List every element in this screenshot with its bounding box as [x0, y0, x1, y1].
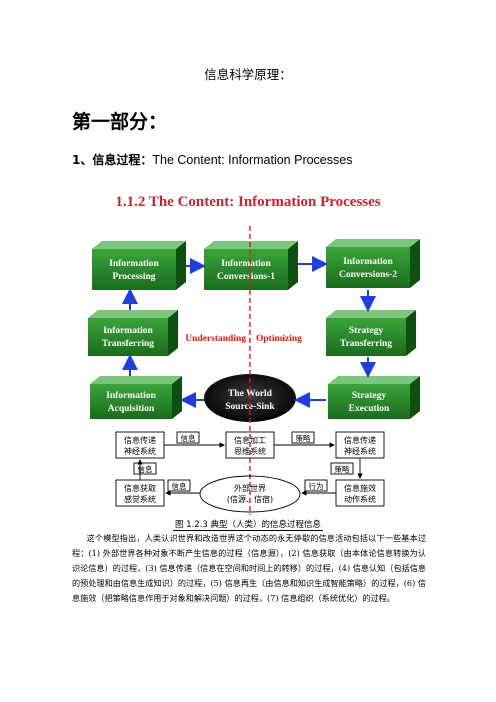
processing-line2: Processing [112, 272, 155, 282]
lbl-box-strategy-right [330, 462, 354, 475]
box-information-acquisition: Information Acquisition [90, 376, 182, 419]
world-zh-line1: 外部世界 [234, 483, 266, 493]
conversions1-line1: Information [221, 259, 271, 269]
act-line2: 动作系统 [344, 494, 376, 504]
transferring-line2: Transferring [102, 339, 154, 349]
section-title: The Content: Information Processes [152, 153, 353, 167]
strategy-transferring-line1: Strategy [349, 326, 384, 336]
box-information-transferring: Information Transferring [88, 310, 178, 356]
lbl-box-info-top [176, 431, 200, 444]
world-zh-line2: (信源、信宿) [227, 494, 273, 504]
figure-caption: 图 1.2.3 典型（人类）的信息过程信息 [0, 518, 496, 531]
box-strategy-execution: Strategy Execution [328, 376, 420, 419]
transferring-line1: Information [103, 326, 153, 336]
body-paragraph: 这个模型指出，人类认识世界和改造世界这个动态的永无停歇的信息活动包括以下一些基本… [72, 533, 426, 603]
understanding-label: Understanding [185, 334, 246, 344]
lbl-box-action [304, 479, 328, 492]
conversions2-line2: Conversions-2 [339, 270, 397, 280]
sense-line1: 信息获取 [124, 483, 156, 493]
sense-line2: 感觉系统 [124, 494, 156, 504]
lbl-box-info-left [133, 462, 157, 475]
acquisition-line2: Acquisition [108, 404, 155, 414]
nerve-right-line2: 神经系统 [344, 446, 376, 456]
act-line1: 信息施效 [344, 483, 376, 493]
strategy-transferring-line2: Transferring [340, 339, 392, 349]
nerve-right-line1: 信息传递 [344, 435, 376, 445]
lbl-box-strategy-top [291, 431, 315, 444]
ellipse-world [199, 475, 301, 513]
lbl-info-top: 信息 [181, 433, 196, 443]
human-information-flow-diagram: 信息传递 神经系统 信息加工 思维系统 信息传递 神经系统 信息获取 感觉系统 … [115, 431, 385, 513]
box-information-conversions-1: Information Conversions-1 [204, 241, 298, 290]
conversions1-line2: Conversions-1 [217, 272, 275, 282]
execution-line1: Strategy [352, 391, 387, 401]
processing-line1: Information [109, 259, 159, 269]
lbl-info-bottom: 信息 [172, 481, 187, 491]
process-arrows [122, 256, 376, 408]
execution-line2: Execution [349, 404, 390, 414]
lbl-action: 行为 [309, 481, 324, 491]
lbl-strategy-right: 策略 [335, 464, 350, 474]
section-heading: 1、信息过程：The Content: Information Processe… [72, 151, 352, 168]
nerve-left-line2: 神经系统 [124, 446, 156, 456]
lbl-strategy-top: 策略 [296, 433, 311, 443]
nerve-left-line1: 信息传递 [124, 435, 156, 445]
conversions2-line1: Information [343, 257, 393, 267]
box-information-processing: Information Processing [92, 241, 186, 290]
box-strategy-transferring: Strategy Transferring [326, 310, 416, 356]
lbl-box-info-bottom [167, 479, 191, 492]
think-line1: 信息加工 [234, 435, 266, 445]
box-information-conversions-2: Information Conversions-2 [326, 239, 420, 288]
document-subject: 信息科学原理： [204, 67, 292, 82]
figure-caption-text: 图 1.2.3 典型（人类）的信息过程信息 [172, 520, 324, 531]
figure-title: 1.1.2 The Content: Information Processes [115, 194, 380, 210]
section-label: 1、信息过程： [72, 153, 153, 167]
acquisition-line1: Information [106, 391, 156, 401]
lbl-info-left: 信息 [138, 464, 153, 474]
think-line2: 思维系统 [234, 446, 266, 456]
part-heading: 第一部分： [72, 111, 168, 133]
optimizing-label: Optimizing [256, 334, 302, 344]
